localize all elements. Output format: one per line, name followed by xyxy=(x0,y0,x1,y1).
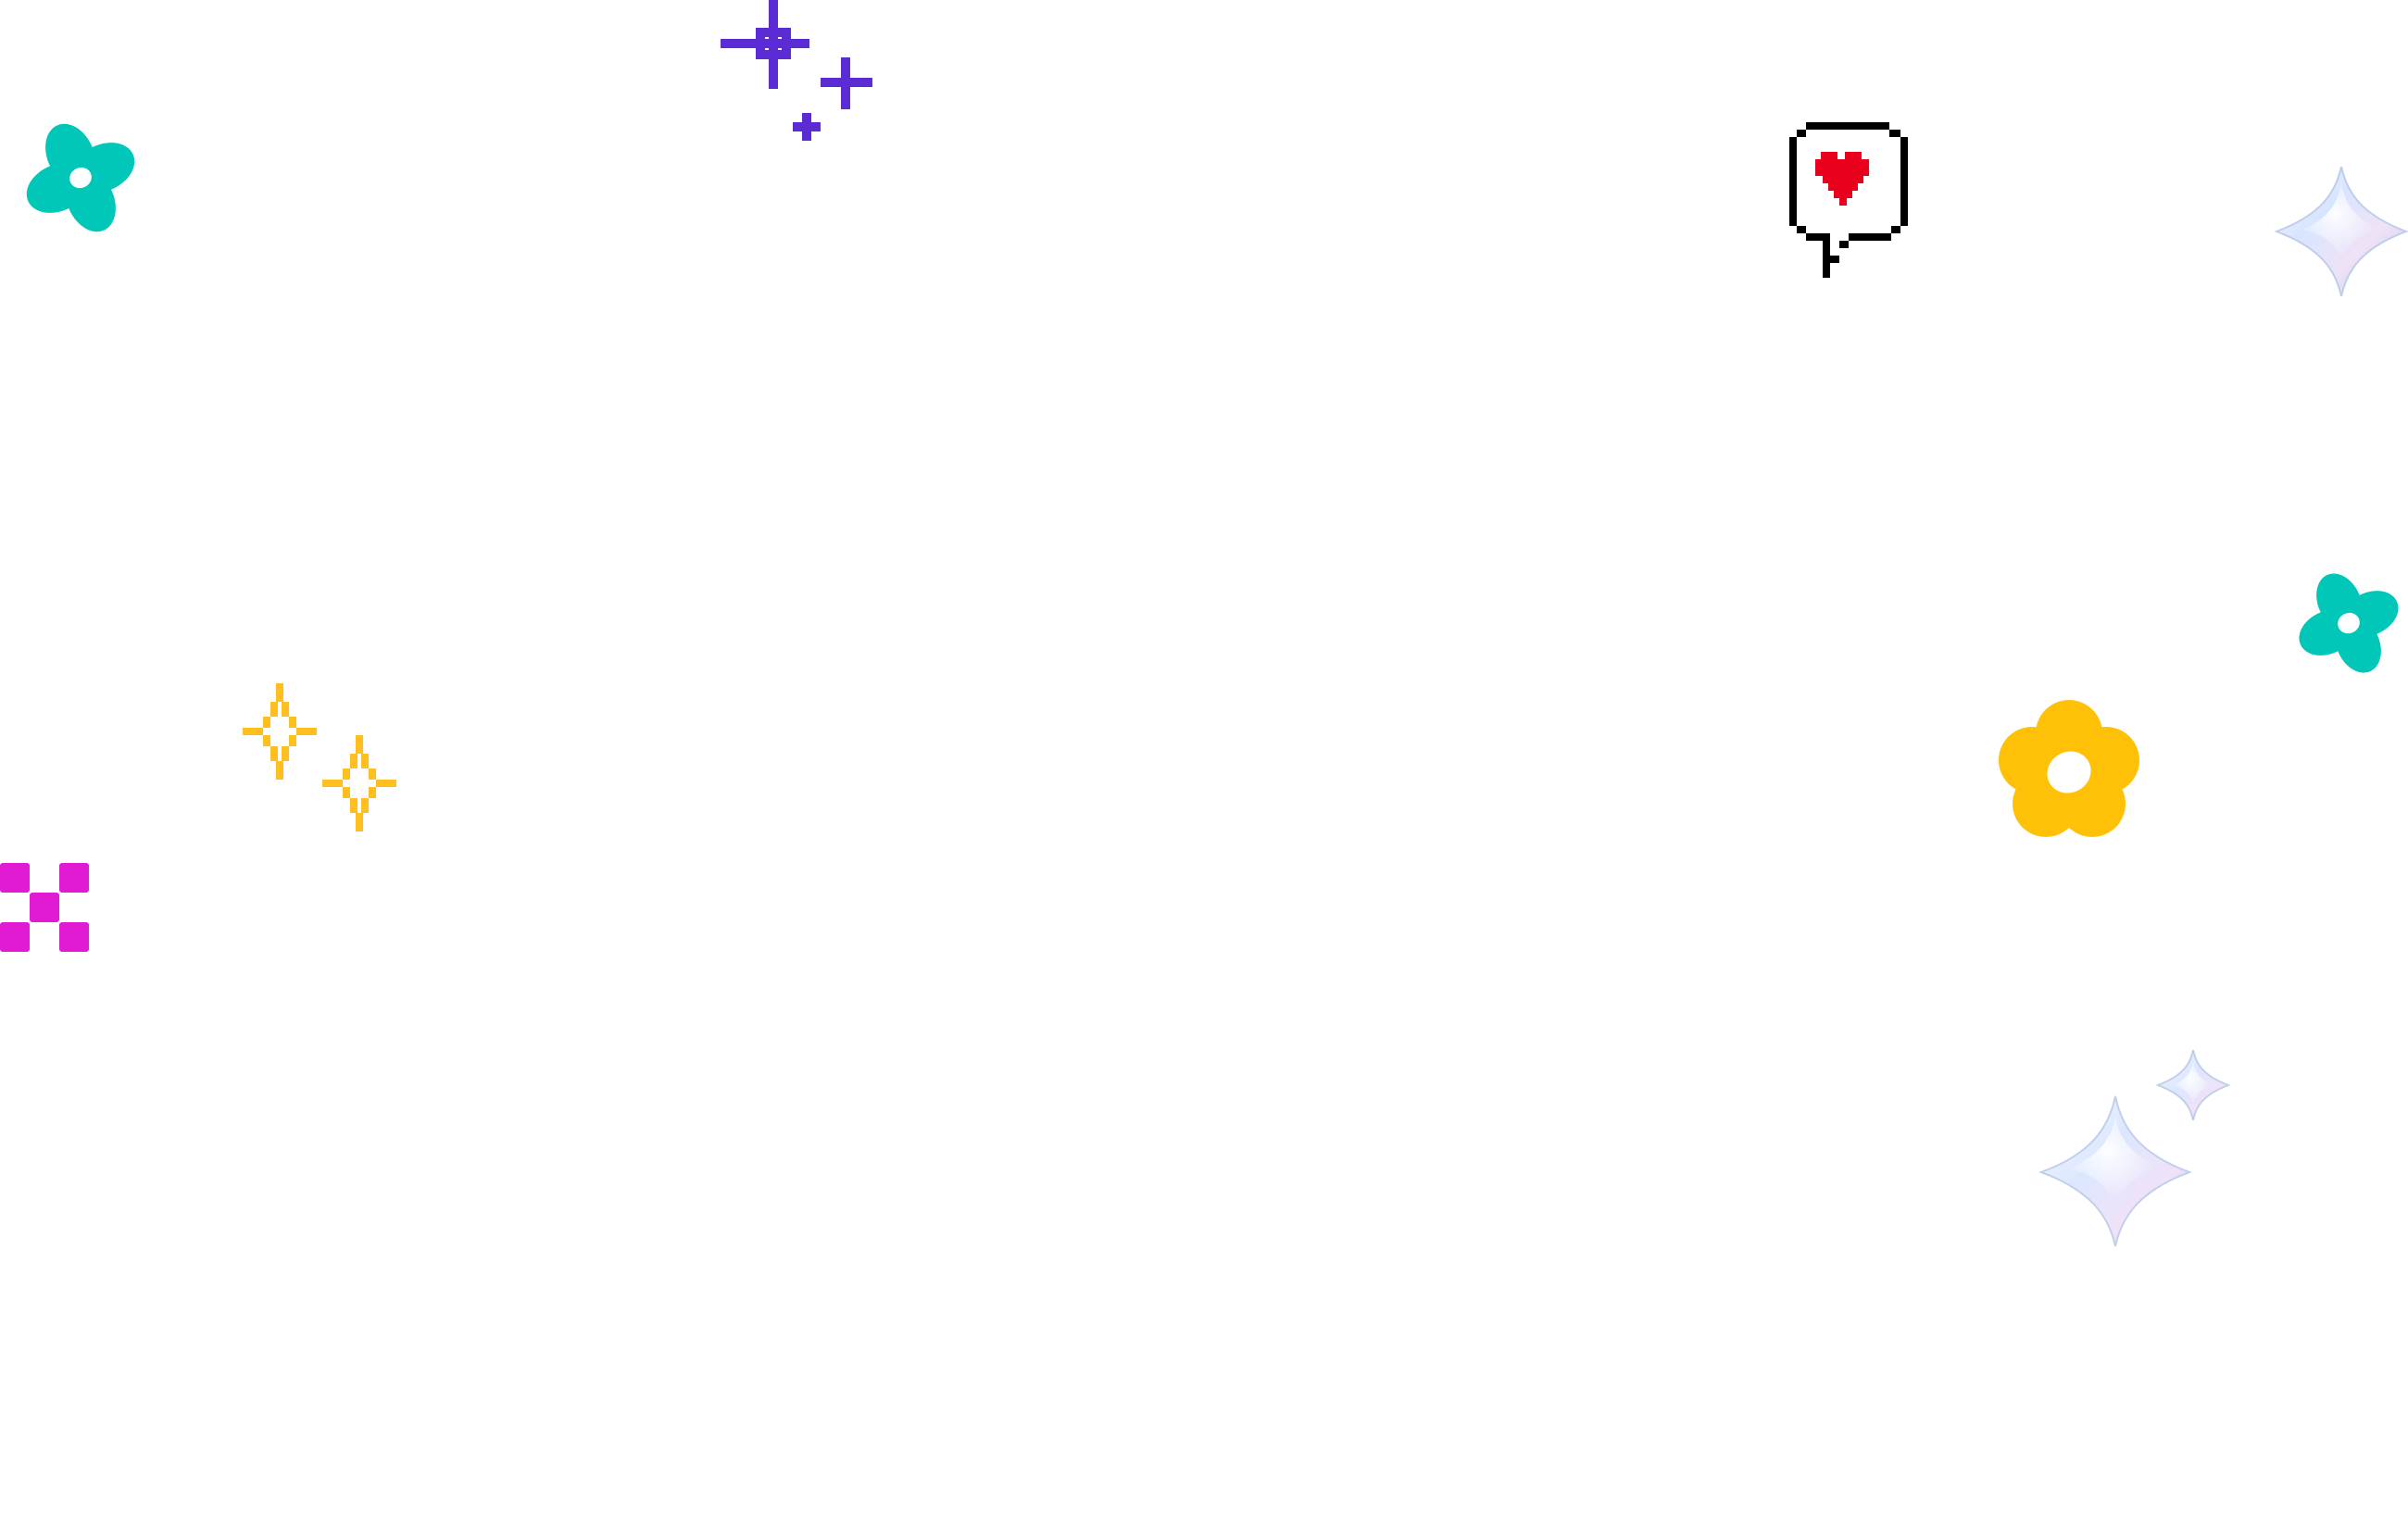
yellow-flower-icon xyxy=(1995,698,2143,846)
teal-flower-icon xyxy=(2291,572,2406,674)
purple-pixel-sparkles-icon xyxy=(721,0,878,141)
iridescent-sparkle-stars-icon xyxy=(2038,1049,2232,1247)
iridescent-sparkle-star-icon xyxy=(2274,166,2408,297)
pixel-heart-speech-bubble-icon xyxy=(1787,122,1915,278)
teal-flower-icon xyxy=(20,122,141,233)
magenta-checker-icon xyxy=(0,863,91,954)
yellow-pixel-sparkles-icon xyxy=(243,683,404,844)
